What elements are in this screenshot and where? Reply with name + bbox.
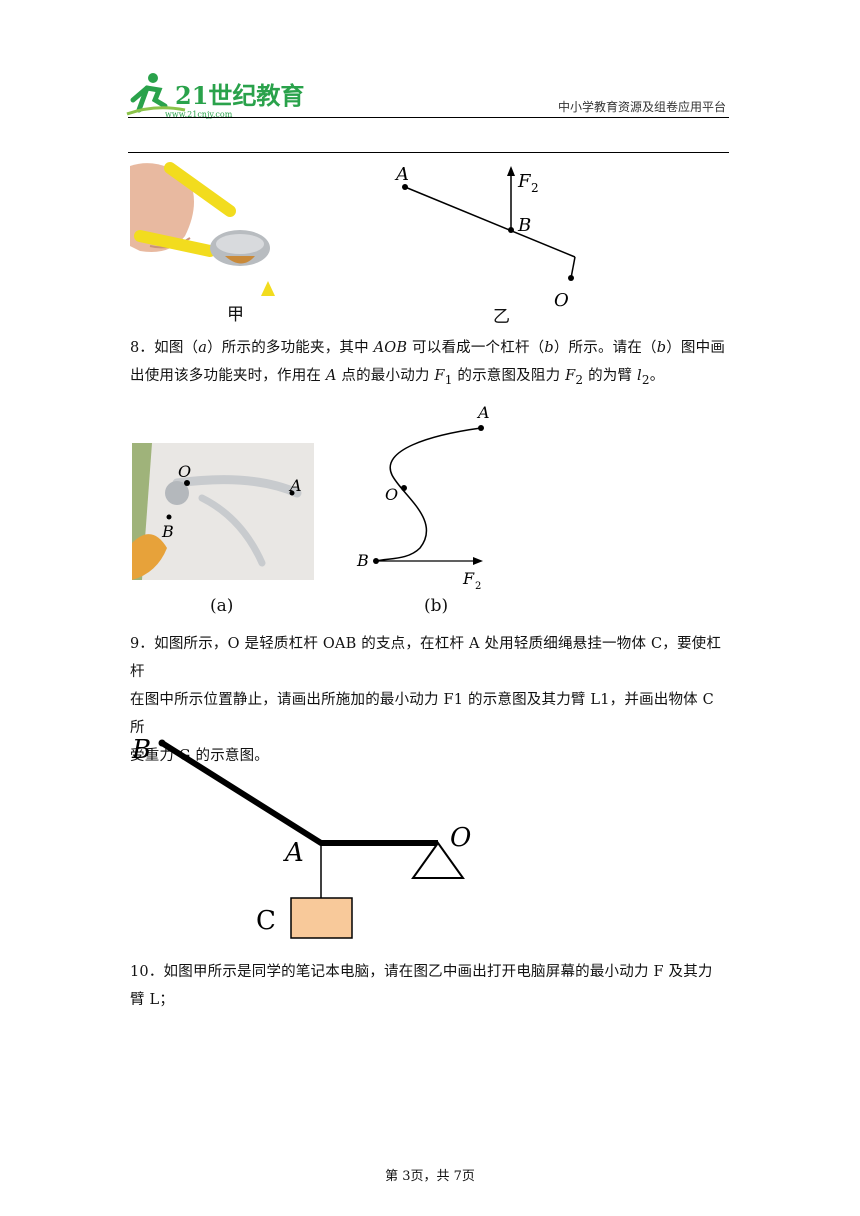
q8-label-B: B: [356, 551, 369, 570]
q9-line-1: 9．如图所示，O 是轻质杠杆 OAB 的支点，在杠杆 A 处用轻质细绳悬挂一物体…: [130, 636, 722, 680]
platform-name: 中小学教育资源及组卷应用平台: [557, 100, 726, 114]
q8-caption-b: (b): [424, 596, 449, 616]
fig7-caption-left: 甲: [227, 305, 244, 325]
q9-label-C: C: [256, 906, 276, 936]
juicer-photo: [130, 156, 275, 296]
q8-line-2: 出使用该多功能夹时，作用在 A 点的最小动力 F1 的示意图及阻力 F2 的为臂…: [130, 368, 665, 387]
fig7-caption-right: 乙: [493, 307, 510, 327]
q8-caption-a: (a): [210, 596, 234, 616]
q8-text: 8．如图（a）所示的多功能夹，其中 AOB 可以看成一个杠杆（b）所示。请在（b…: [130, 334, 730, 394]
q9-line-2: 在图中所示位置静止，请画出所施加的最小动力 F1 的示意图及其力臂 L1，并画出…: [130, 692, 714, 736]
q8-label-F-sub: 2: [475, 581, 481, 592]
q9-text: 9．如图所示，O 是轻质杠杆 OAB 的支点，在杠杆 A 处用轻质细绳悬挂一物体…: [130, 630, 730, 770]
logo-text: 21世纪教育: [175, 81, 304, 110]
q8-lever-diagram: A O B F 2: [350, 400, 500, 592]
photo-label-A: A: [288, 476, 302, 495]
q8-label-A: A: [476, 403, 490, 422]
photo-label-B: B: [161, 522, 174, 541]
q10-line-1: 10．如图甲所示是同学的笔记本电脑，请在图乙中画出打开电脑屏幕的最小动力 F 及…: [130, 964, 713, 980]
q8-line-1: 8．如图（a）所示的多功能夹，其中 AOB 可以看成一个杠杆（b）所示。请在（b…: [130, 340, 726, 356]
figure-top-rule: [128, 152, 729, 153]
fig7-lever-diagram: A B O F 2: [380, 160, 600, 330]
fig7-label-B: B: [517, 215, 531, 236]
photo-label-O: O: [178, 462, 191, 481]
page-footer: 第 3页，共 7页: [385, 1169, 475, 1184]
site-logo: 21世纪教育 www.21cnjy.com: [125, 70, 304, 120]
q9-label-B: B: [131, 735, 151, 765]
q9-label-A: A: [283, 838, 304, 868]
fig7-label-O: O: [554, 290, 569, 311]
header-divider: [128, 117, 729, 118]
object-c-box: [290, 897, 353, 939]
q9-line-3: 受重力 G 的示意图。: [130, 748, 270, 764]
q10-text: 10．如图甲所示是同学的笔记本电脑，请在图乙中画出打开电脑屏幕的最小动力 F 及…: [130, 958, 730, 1014]
runner-icon: [126, 73, 186, 116]
q8-label-F: F: [462, 569, 475, 588]
logo-url: www.21cnjy.com: [165, 110, 233, 119]
q8-label-O: O: [385, 485, 398, 504]
fig7-label-F-sub: 2: [531, 181, 539, 195]
fig7-label-F: F: [517, 171, 532, 192]
q10-line-2: 臂 L；: [130, 992, 175, 1008]
q9-label-O: O: [450, 823, 471, 853]
q9-lever-diagram: B A O C: [128, 728, 488, 948]
multifunction-clip-photo: O A B: [132, 443, 314, 580]
fig7-label-A: A: [394, 164, 409, 185]
